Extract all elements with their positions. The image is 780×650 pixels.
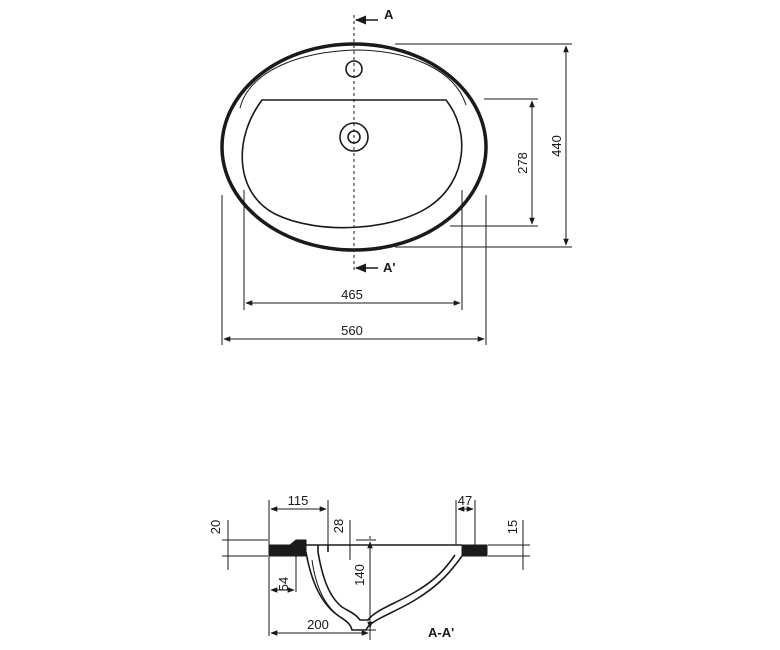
dim-15: 15 <box>505 520 520 534</box>
flange-left <box>268 539 307 557</box>
flange-right <box>461 544 488 557</box>
section-mark-bottom: A' <box>383 260 395 275</box>
dim-20: 20 <box>208 520 223 534</box>
dim-200: 200 <box>307 617 329 632</box>
basin-inner-bowl <box>241 99 463 229</box>
dim-28: 28 <box>331 519 346 533</box>
dim-465: 465 <box>341 287 363 302</box>
dim-278: 278 <box>515 152 530 174</box>
dim-47: 47 <box>458 493 472 508</box>
dim-440: 440 <box>549 135 564 157</box>
section-view: 115 47 20 28 15 140 54 200 A-A' <box>208 493 530 640</box>
basin-wall-inner <box>317 551 456 621</box>
dim-140: 140 <box>352 564 367 586</box>
section-mark-top: A <box>384 7 394 22</box>
wall-shadow-left <box>311 559 341 618</box>
dim-560: 560 <box>341 323 363 338</box>
section-title: A-A' <box>428 625 454 640</box>
dim-54: 54 <box>276 577 291 591</box>
rim-highlight <box>239 49 467 109</box>
top-view: A A' 465 560 278 440 <box>220 7 572 345</box>
tap-column <box>317 545 329 552</box>
dim-115: 115 <box>288 493 309 508</box>
